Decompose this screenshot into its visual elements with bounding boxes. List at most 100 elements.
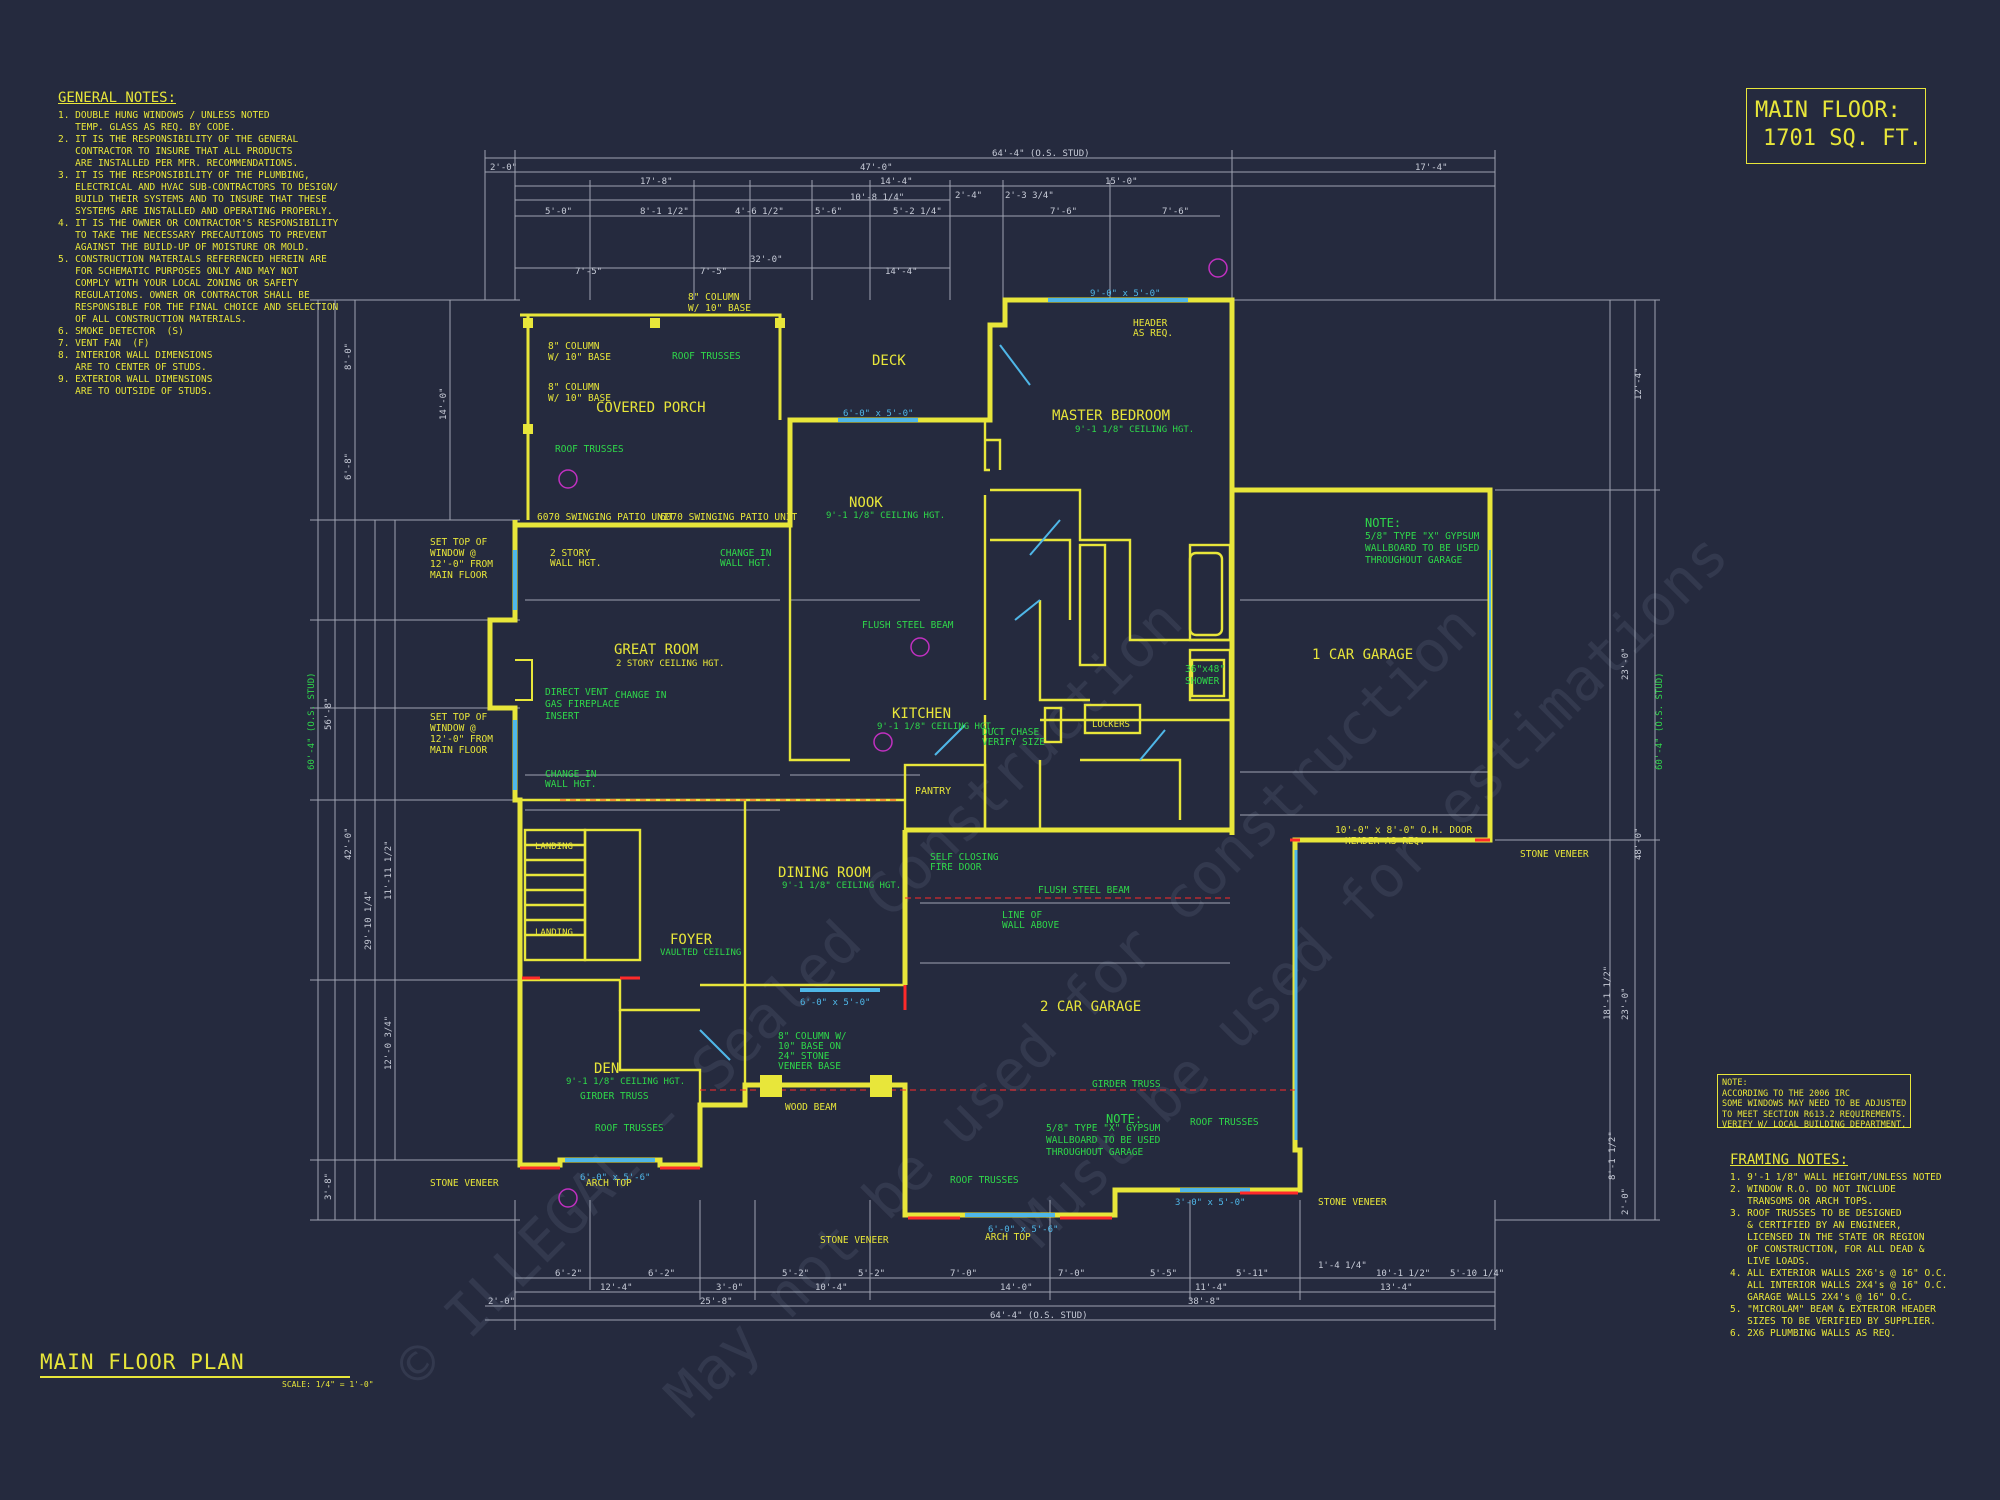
right-dimension-labels: 60'-4" (O.S. STUD) 12'-4" 23'-0" 48'-0" … bbox=[1603, 367, 1665, 1215]
svg-text:25'-8": 25'-8" bbox=[700, 1297, 733, 1307]
framing-notes: FRAMING NOTES: 1. 9'-1 1/8" WALL HEIGHT/… bbox=[1730, 1152, 1947, 1340]
svg-text:8'-1 1/2": 8'-1 1/2" bbox=[640, 207, 689, 217]
svg-text:14'-4": 14'-4" bbox=[885, 267, 918, 277]
svg-text:32'-0": 32'-0" bbox=[750, 255, 783, 265]
svg-text:CHANGE IN: CHANGE IN bbox=[545, 769, 597, 780]
svg-text:23'-0": 23'-0" bbox=[1621, 647, 1631, 680]
svg-text:5'-2 1/4": 5'-2 1/4" bbox=[893, 207, 942, 217]
svg-text:HEADER AS REQ.: HEADER AS REQ. bbox=[1345, 836, 1425, 847]
svg-text:18'-1 1/2": 18'-1 1/2" bbox=[1603, 966, 1613, 1020]
framing-notes-item: 3. ROOF TRUSSES TO BE DESIGNED bbox=[1730, 1208, 1902, 1219]
room-pantry: PANTRY bbox=[915, 786, 951, 797]
svg-text:6'-0" x 5'-0": 6'-0" x 5'-0" bbox=[800, 998, 870, 1008]
svg-text:5'-2": 5'-2" bbox=[858, 1269, 885, 1279]
framing-notes-item: LIVE LOADS. bbox=[1730, 1256, 1811, 1267]
svg-text:11'-4": 11'-4" bbox=[1195, 1283, 1228, 1293]
svg-text:SELF CLOSING: SELF CLOSING bbox=[930, 852, 999, 863]
svg-text:48'-0": 48'-0" bbox=[1634, 827, 1644, 860]
svg-text:LINE OF: LINE OF bbox=[1002, 910, 1042, 921]
svg-text:7'-0": 7'-0" bbox=[950, 1269, 977, 1279]
svg-text:5'-2": 5'-2" bbox=[782, 1269, 809, 1279]
svg-text:MAIN FLOOR: MAIN FLOOR bbox=[430, 745, 487, 756]
svg-text:3'-0" x 5'-0": 3'-0" x 5'-0" bbox=[1175, 1198, 1245, 1208]
svg-text:38'-8": 38'-8" bbox=[1188, 1297, 1221, 1307]
svg-text:42'-0": 42'-0" bbox=[344, 827, 354, 860]
svg-text:12'-4": 12'-4" bbox=[1634, 367, 1644, 400]
svg-text:2'-0": 2'-0" bbox=[490, 163, 517, 173]
svg-text:5'-6": 5'-6" bbox=[815, 207, 842, 217]
framing-notes-item: & CERTIFIED BY AN ENGINEER, bbox=[1730, 1220, 1902, 1231]
svg-text:SHOWER: SHOWER bbox=[1185, 676, 1220, 687]
svg-text:1'-4 1/4": 1'-4 1/4" bbox=[1318, 1261, 1367, 1271]
irc-note: NOTE: ACCORDING TO THE 2006 IRC SOME WIN… bbox=[1717, 1074, 1911, 1130]
svg-text:THROUGHOUT GARAGE: THROUGHOUT GARAGE bbox=[1046, 1147, 1144, 1158]
svg-text:12'-4": 12'-4" bbox=[600, 1283, 633, 1293]
stone-veneer-accents bbox=[520, 838, 1490, 1220]
general-notes-item: ARE TO CENTER OF STUDS. bbox=[58, 362, 207, 373]
room-master-bedroom: MASTER BEDROOM bbox=[1052, 408, 1170, 424]
svg-text:4'-6 1/2": 4'-6 1/2" bbox=[735, 207, 784, 217]
framing-notes-item: SIZES TO BE VERIFIED BY SUPPLIER. bbox=[1730, 1316, 1936, 1327]
room-lockers: LOCKERS bbox=[1092, 720, 1130, 730]
svg-text:WALLBOARD TO BE USED: WALLBOARD TO BE USED bbox=[1365, 543, 1480, 554]
svg-text:GIRDER TRUSS: GIRDER TRUSS bbox=[1092, 1079, 1161, 1090]
room-great-room: GREAT ROOM bbox=[614, 642, 698, 658]
svg-text:47'-0": 47'-0" bbox=[860, 163, 893, 173]
framing-notes-item: TRANSOMS OR ARCH TOPS. bbox=[1730, 1196, 1873, 1207]
svg-text:60'-4" (O.S. STUD): 60'-4" (O.S. STUD) bbox=[1655, 672, 1665, 770]
watermark: © ILLEGAL - Sealed Construction May not … bbox=[382, 520, 1741, 1429]
columns bbox=[523, 318, 892, 1097]
general-notes-item: 9. EXTERIOR WALL DIMENSIONS bbox=[58, 374, 213, 385]
svg-text:9'-1 1/8" CEILING HGT.: 9'-1 1/8" CEILING HGT. bbox=[566, 1077, 685, 1087]
framing-notes-heading: FRAMING NOTES: bbox=[1730, 1152, 1849, 1168]
svg-text:WALLBOARD TO BE USED: WALLBOARD TO BE USED bbox=[1046, 1135, 1161, 1146]
section-tags bbox=[558, 258, 1228, 1208]
svg-text:2'-3 3/4": 2'-3 3/4" bbox=[1005, 191, 1054, 201]
svg-text:14'-4": 14'-4" bbox=[880, 177, 913, 187]
svg-text:7'-6": 7'-6" bbox=[1050, 207, 1077, 217]
svg-text:8'-0": 8'-0" bbox=[344, 343, 354, 370]
framing-notes-item: LICENSED IN THE STATE OR REGION bbox=[1730, 1232, 1925, 1243]
svg-text:12'-0 3/4": 12'-0 3/4" bbox=[384, 1016, 394, 1070]
porch-outline bbox=[520, 313, 782, 420]
bottom-dimension-labels: 6'-2" 6'-2" 5'-2" 5'-2" 7'-0" 7'-0" 5'-5… bbox=[488, 1261, 1504, 1321]
general-notes-item: 5. CONSTRUCTION MATERIALS REFERENCED HER… bbox=[58, 254, 327, 265]
general-notes-item: RESPONSIBLE FOR THE FINAL CHOICE AND SEL… bbox=[58, 302, 339, 313]
room-landing: LANDING bbox=[535, 842, 573, 852]
top-dimension-labels: 64'-4" (O.S. STUD) 2'-0" 47'-0" 17'-4" 1… bbox=[490, 149, 1448, 277]
fireplace bbox=[515, 659, 533, 701]
general-notes-item: AGAINST THE BUILD-UP OF MOISTURE OR MOLD… bbox=[58, 242, 310, 253]
svg-text:2'-0": 2'-0" bbox=[1621, 1188, 1631, 1215]
general-notes-item: ELECTRICAL AND HVAC SUB-CONTRACTORS TO D… bbox=[58, 182, 339, 193]
framing-notes-item: 1. 9'-1 1/8" WALL HEIGHT/UNLESS NOTED bbox=[1730, 1172, 1942, 1183]
garage1-note-l1: NOTE: bbox=[1365, 516, 1401, 530]
svg-text:12'-0" FROM: 12'-0" FROM bbox=[430, 559, 493, 570]
general-notes-item: 1. DOUBLE HUNG WINDOWS / UNLESS NOTED bbox=[58, 110, 270, 121]
svg-text:SET TOP OF: SET TOP OF bbox=[430, 712, 487, 723]
svg-text:CHANGE IN: CHANGE IN bbox=[615, 690, 667, 701]
general-notes-item: 6. SMOKE DETECTOR (S) bbox=[58, 326, 184, 337]
general-notes-item: 4. IT IS THE OWNER OR CONTRACTOR'S RESPO… bbox=[58, 218, 339, 229]
svg-text:7'-5": 7'-5" bbox=[700, 267, 727, 277]
svg-text:60'-4" (O.S. STUD): 60'-4" (O.S. STUD) bbox=[307, 672, 317, 770]
svg-text:7'-0": 7'-0" bbox=[1058, 1269, 1085, 1279]
general-notes-item: TEMP. GLASS AS REQ. BY CODE. bbox=[58, 122, 236, 133]
floor-area-label: MAIN FLOOR: bbox=[1755, 98, 1901, 123]
svg-text:FLUSH STEEL BEAM: FLUSH STEEL BEAM bbox=[862, 620, 954, 631]
svg-text:10" BASE ON: 10" BASE ON bbox=[778, 1041, 841, 1052]
svg-text:FIRE DOOR: FIRE DOOR bbox=[930, 862, 982, 873]
svg-text:INSERT: INSERT bbox=[545, 711, 580, 722]
general-notes-item: 7. VENT FAN (F) bbox=[58, 338, 150, 349]
window-size-labels: 9'-0" x 5'-0" 6'-0" x 5'-0" 6'-0" x 5'-6… bbox=[580, 289, 1245, 1235]
svg-text:VENEER BASE: VENEER BASE bbox=[778, 1061, 841, 1072]
svg-text:ROOF TRUSSES: ROOF TRUSSES bbox=[1190, 1117, 1259, 1128]
svg-text:2'-4": 2'-4" bbox=[955, 191, 982, 201]
svg-text:8" COLUMN: 8" COLUMN bbox=[548, 382, 600, 393]
general-notes-item: REGULATIONS. OWNER OR CONTRACTOR SHALL B… bbox=[58, 290, 310, 301]
framing-notes-item: 6. 2X6 PLUMBING WALLS AS REQ. bbox=[1730, 1328, 1896, 1339]
svg-text:SET TOP OF: SET TOP OF bbox=[430, 537, 487, 548]
svg-text:3'-0": 3'-0" bbox=[716, 1283, 743, 1293]
svg-text:ROOF TRUSSES: ROOF TRUSSES bbox=[555, 444, 624, 455]
